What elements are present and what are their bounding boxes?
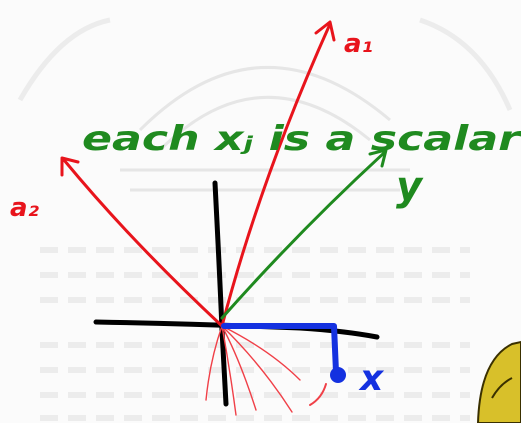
vector-a2-arrowhead <box>60 156 80 177</box>
vector-x <box>221 323 339 375</box>
label-a2: a₂ <box>10 193 40 223</box>
vector-a1-arrowhead <box>314 20 336 42</box>
label-x: x <box>358 358 385 399</box>
vector-y-arrowhead <box>368 148 388 168</box>
x-endpoint-dot <box>330 367 346 383</box>
caption-each-xj-is-a-scalar: each xⱼ is a scalar <box>82 119 521 159</box>
cartoon-character <box>476 340 521 423</box>
label-a1: a₁ <box>344 29 373 59</box>
background-watermark <box>17 17 513 421</box>
combination-fan-lines <box>205 325 327 416</box>
vector-y <box>220 148 388 320</box>
label-y: y <box>396 164 424 210</box>
vector-a1 <box>220 20 336 328</box>
vector-a2 <box>60 156 224 328</box>
